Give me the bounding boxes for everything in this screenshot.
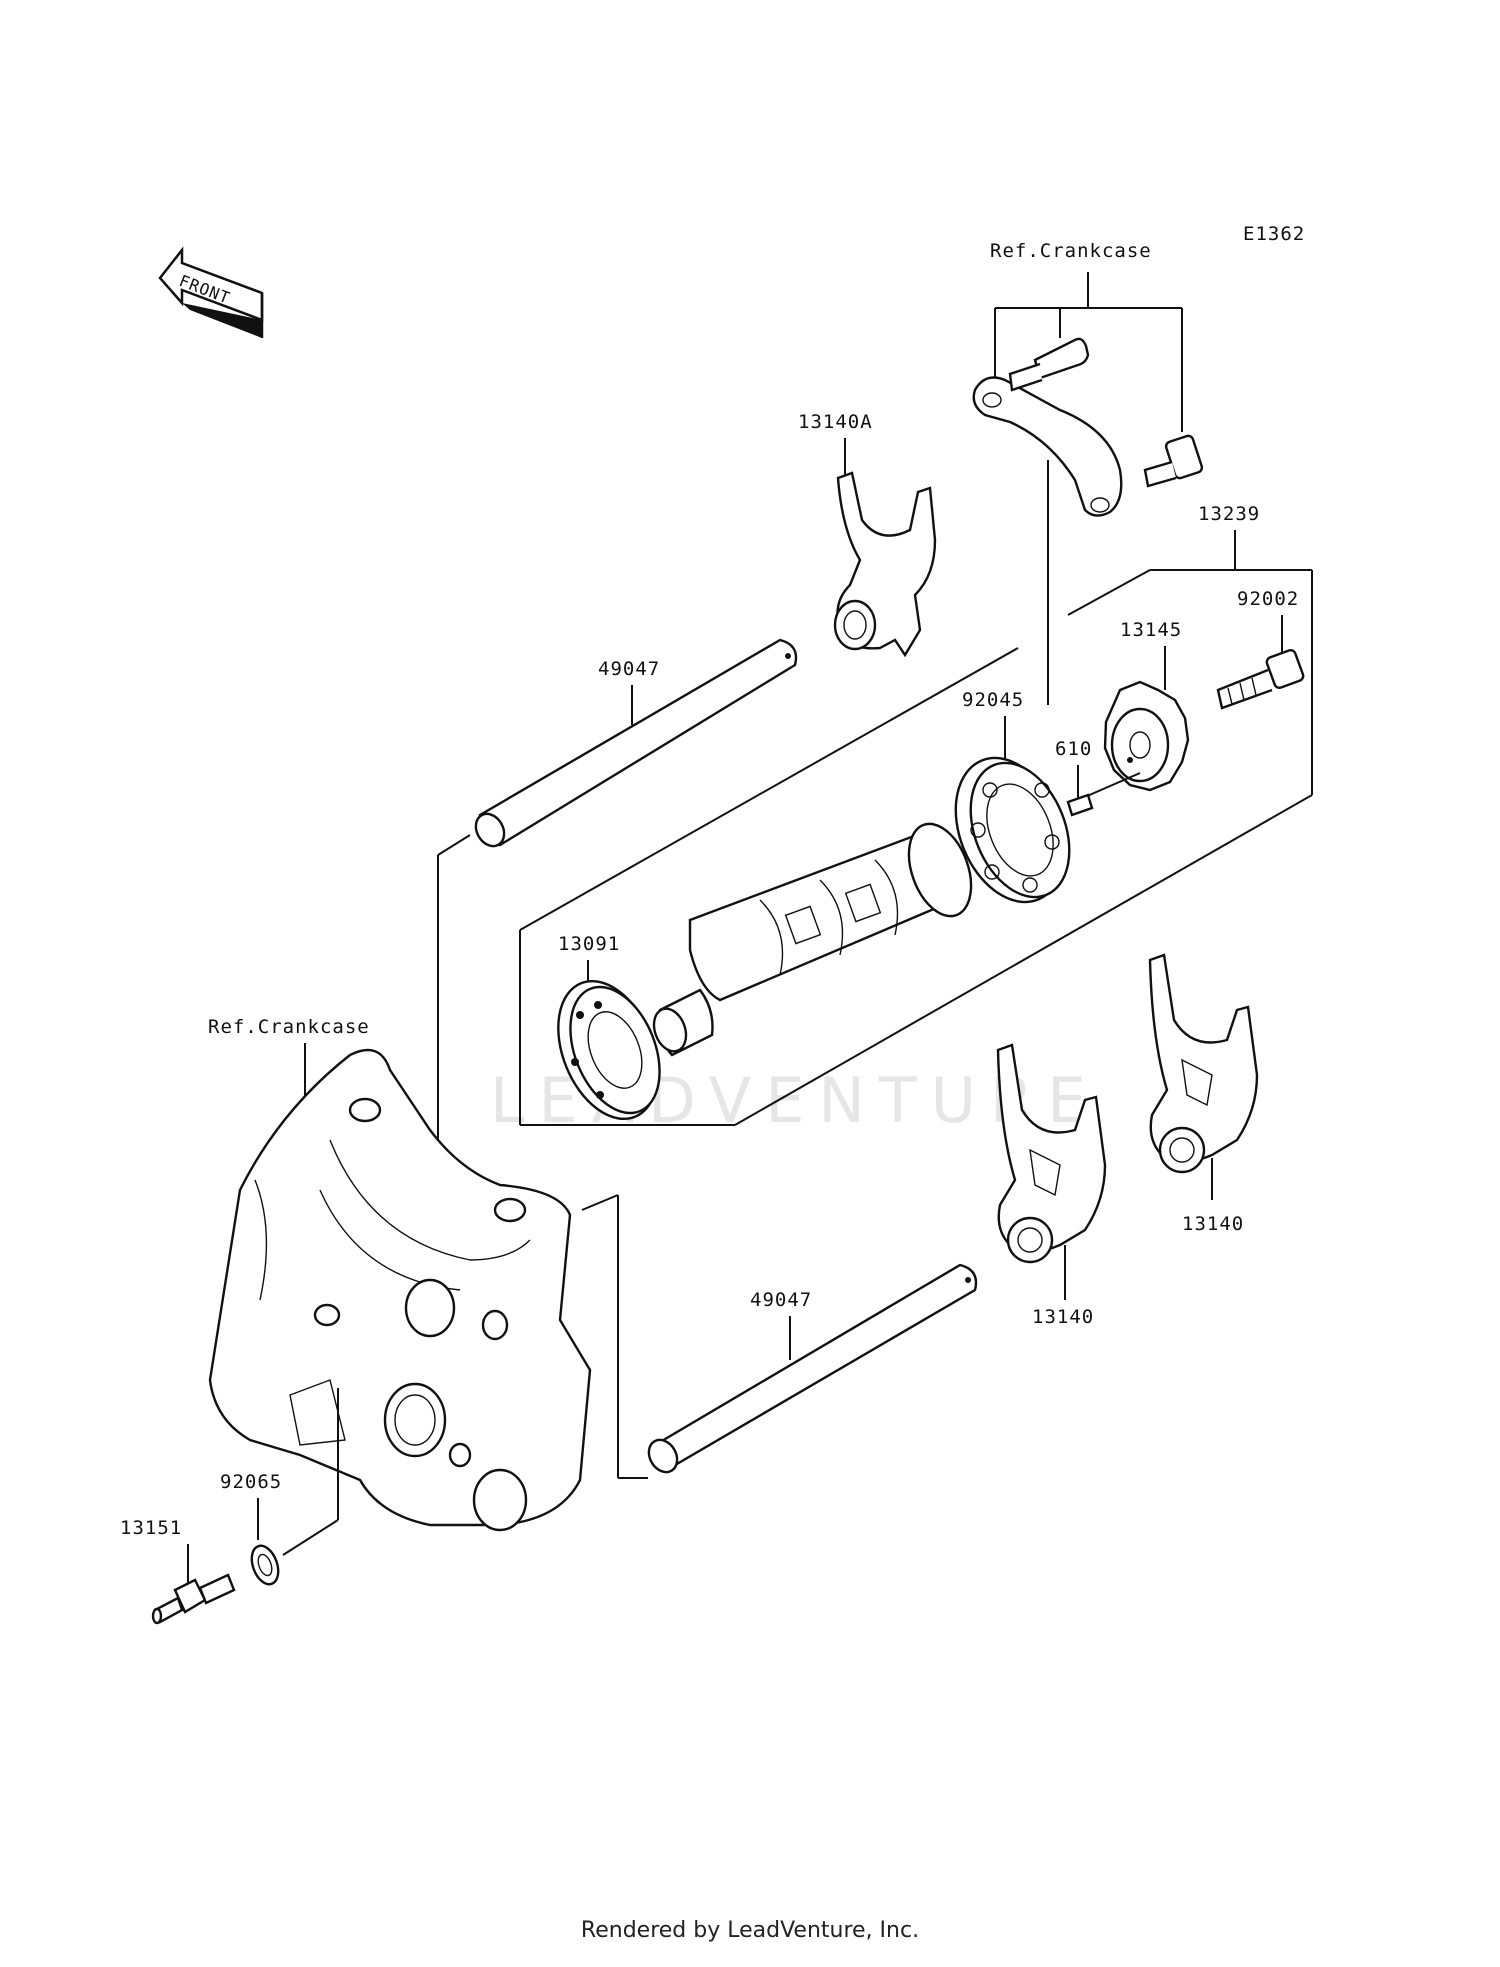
cam-plate-13145 [1103, 680, 1190, 792]
bearing-13091 [557, 979, 661, 1121]
bolt-92002 [1216, 649, 1305, 710]
front-arrow-icon: FRONT [158, 246, 264, 338]
crankcase-section [208, 1048, 592, 1532]
label-13145: 13145 [1120, 619, 1182, 641]
label-13140A: 13140A [798, 411, 873, 433]
leader-49047-top-to-crankcase [437, 834, 471, 1148]
washer-92065 [250, 1544, 280, 1586]
label-13140-mid: 13140 [1032, 1306, 1094, 1328]
label-92002: 92002 [1237, 588, 1299, 610]
label-92065: 92065 [220, 1471, 282, 1493]
shaft-49047-bottom [647, 1263, 978, 1474]
diagram-code: E1362 [1243, 223, 1305, 245]
stopper-bolt-lower [1143, 434, 1204, 488]
footer-credit: Rendered by LeadVenture, Inc. [580, 1918, 920, 1943]
neutral-switch-13151 [151, 1573, 236, 1625]
shaft-49047-top [474, 638, 798, 848]
label-13239: 13239 [1198, 503, 1260, 525]
label-49047-top: 49047 [598, 658, 660, 680]
ref-crankcase-top-label: Ref.Crankcase [990, 240, 1152, 262]
pin-610 [1066, 793, 1094, 817]
leader-92065-to-crankcase [282, 1388, 339, 1556]
leader-49047-bottom-bracket [581, 1194, 648, 1479]
label-92045: 92045 [962, 689, 1024, 711]
stopper-bolt-upper [1008, 337, 1090, 392]
label-49047-bottom: 49047 [750, 1289, 812, 1311]
shift-fork-13140A [833, 471, 937, 658]
ref-crankcase-left-label: Ref.Crankcase [208, 1016, 370, 1038]
ref-crankcase-top-leader [994, 272, 1183, 432]
label-13091: 13091 [558, 933, 620, 955]
shift-fork-13140-right [1148, 953, 1259, 1174]
assembly-bracket-13239 [519, 530, 1313, 1126]
label-610: 610 [1055, 738, 1092, 760]
label-13151: 13151 [120, 1517, 182, 1539]
bearing-92045 [954, 756, 1071, 904]
label-13140-right: 13140 [1182, 1213, 1244, 1235]
shift-drum [652, 822, 973, 1057]
stopper-plate [972, 376, 1123, 517]
shift-fork-13140-mid [996, 1043, 1107, 1264]
